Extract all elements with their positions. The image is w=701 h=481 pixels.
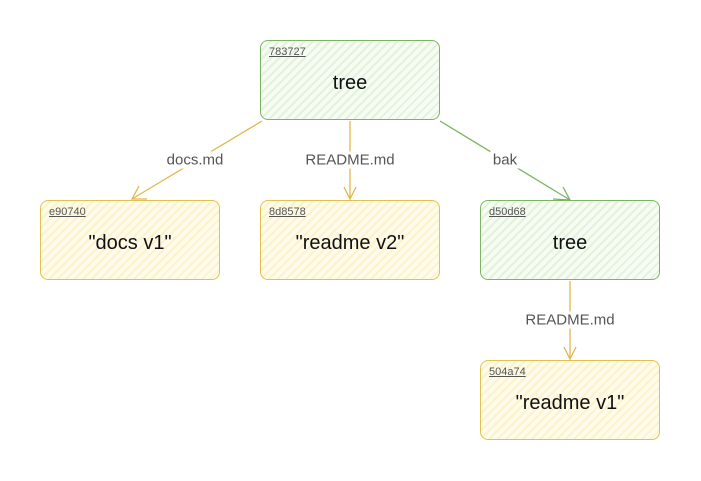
node-readme-v2-blob: 8d8578 "readme v2" — [260, 200, 440, 280]
edge-label-readme-md-bak: README.md — [522, 311, 618, 329]
edge-label-docs-md: docs.md — [163, 151, 227, 169]
node-hash: 504a74 — [489, 366, 526, 378]
node-readme-v1-blob: 504a74 "readme v1" — [480, 360, 660, 440]
node-label: "readme v1" — [515, 391, 625, 414]
node-label: "docs v1" — [88, 231, 172, 254]
node-root-tree: 783727 tree — [260, 40, 440, 120]
node-label: tree — [332, 71, 368, 94]
node-hash: 783727 — [269, 46, 306, 58]
node-hash: 8d8578 — [269, 206, 306, 218]
node-hash: e90740 — [49, 206, 86, 218]
node-bak-tree: d50d68 tree — [480, 200, 660, 280]
edge-label-bak: bak — [489, 151, 521, 169]
node-docs-blob: e90740 "docs v1" — [40, 200, 220, 280]
edge-label-readme-md: README.md — [302, 151, 398, 169]
node-hash: d50d68 — [489, 206, 526, 218]
node-label: "readme v2" — [295, 231, 405, 254]
node-label: tree — [552, 231, 588, 254]
